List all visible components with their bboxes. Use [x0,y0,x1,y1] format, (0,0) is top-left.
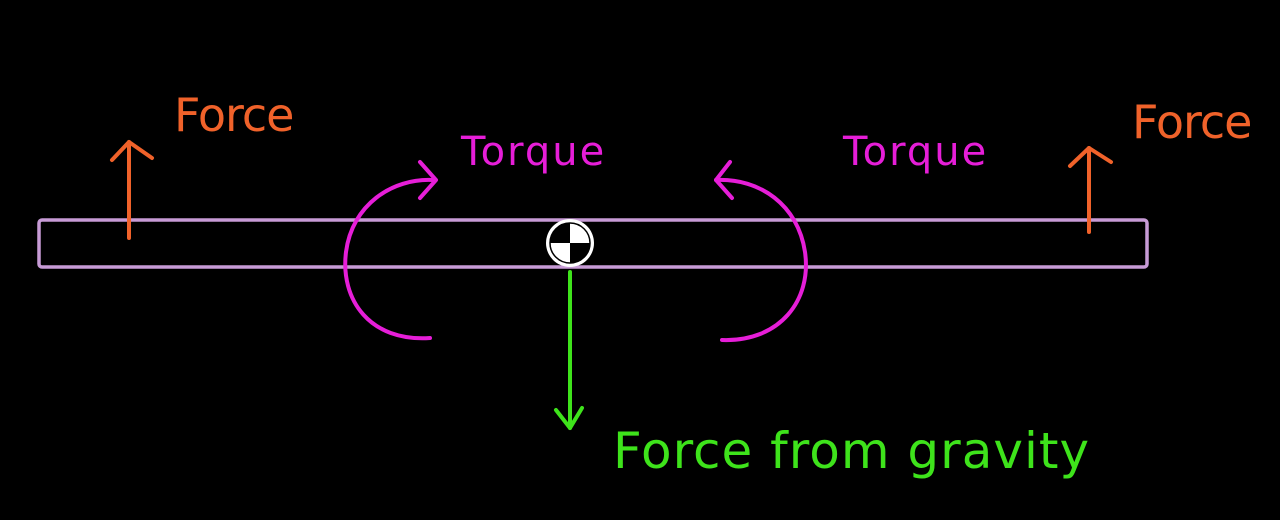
torque-arrow-right [714,160,808,343]
torque-arrow-left [343,160,438,341]
beam [37,218,1149,269]
force-arrow-left [110,140,154,240]
force-arrow-right [1068,146,1113,234]
torque-label-right: Torque [843,129,989,175]
torque-label-left: Torque [461,129,607,175]
gravity-label: Force from gravity [613,422,1091,480]
force-label-right: Force [1132,95,1252,149]
gravity-arrow [554,270,584,430]
force-label-left: Force [174,88,294,142]
center-of-mass-icon [546,219,594,267]
